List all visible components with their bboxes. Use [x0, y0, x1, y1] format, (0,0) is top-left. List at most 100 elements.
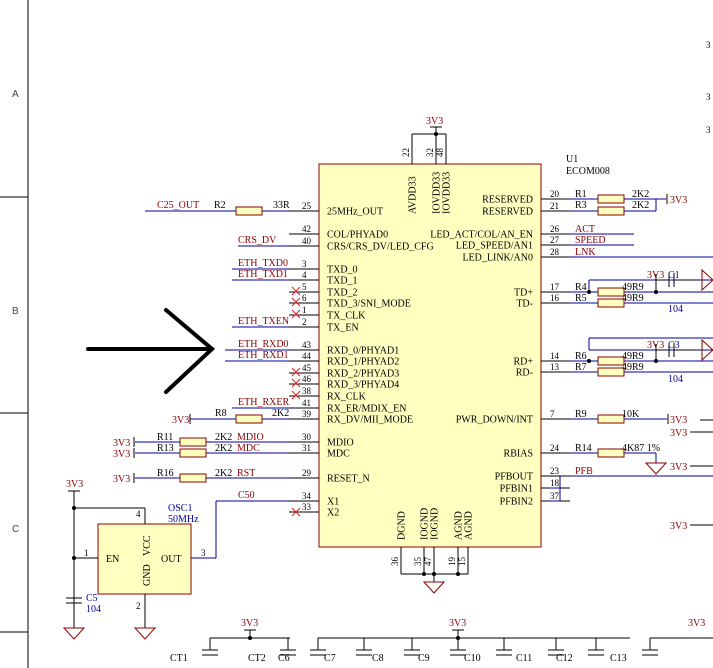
resistor-r5	[597, 298, 625, 308]
pin-number-top: 48	[435, 148, 445, 158]
pin-number-right: 20	[550, 189, 560, 199]
cap-ref: C7	[324, 653, 336, 664]
pin-number-top: 22	[401, 148, 411, 157]
junction-dot	[654, 290, 658, 294]
pin-name-right: PFBIN1	[500, 484, 533, 495]
pin-name-right: LED_SPEED/AN1	[456, 241, 533, 252]
svg-text:3: 3	[706, 92, 711, 102]
cap-ref: C13	[610, 653, 627, 664]
resistor-r9	[597, 414, 625, 424]
pin-name-top: AVDD33	[408, 176, 419, 214]
bottom-ground-pins	[400, 547, 469, 594]
pin-number-bottom: 47	[423, 557, 433, 567]
pin-number-right: 21	[550, 201, 559, 211]
osc-pin-en: EN	[106, 554, 119, 565]
power-label-bot-1: 3V3	[241, 618, 258, 629]
pin-number-right: 27	[550, 235, 560, 245]
power-label-c1: 3V3	[647, 270, 664, 281]
cap-ref: C11	[516, 653, 532, 664]
osc-ref: OSC1	[168, 503, 192, 514]
pin-name-right: PFBOUT	[495, 472, 533, 483]
pin-name-right: TD+	[514, 288, 533, 299]
resistor-r3	[597, 206, 625, 216]
pin-name-right: RBIAS	[504, 449, 533, 460]
pin-number-bottom: 15	[457, 557, 467, 567]
pin-name-right: RD+	[513, 357, 533, 368]
pin-number-left: 45	[302, 363, 312, 373]
r1-val: 2K2	[632, 189, 649, 200]
r7-ref: R7	[575, 362, 587, 373]
pin-number-right: 24	[550, 443, 560, 453]
junction-dot	[422, 572, 426, 576]
r4-val: 49R9	[622, 282, 644, 293]
resistor-r7	[597, 367, 625, 377]
pin-name-right: PWR_DOWN/INT	[456, 415, 533, 426]
r16-val: 2K2	[215, 468, 232, 479]
r9-ref: R9	[575, 409, 587, 420]
osc-pin-out: OUT	[161, 554, 182, 565]
left-pins: 2525MHz_OUT42COL/PHYAD040CRS/CRS_DV/LED_…	[289, 201, 434, 519]
pin-number-right: 28	[550, 247, 560, 257]
net-eth-txd1: ETH_TXD1	[238, 269, 288, 280]
ic-u1-body[interactable]	[318, 163, 542, 548]
pin-name-left: TXD_3/SNI_MODE	[327, 299, 411, 310]
pin-number-left: 25	[302, 201, 312, 211]
osc-pinnum-4: 4	[136, 509, 141, 519]
pin-number-left: 2	[302, 317, 307, 327]
cap-ref: C6	[278, 653, 290, 664]
pin-name-right: LED_ACT/COL/AN_EN	[430, 230, 533, 241]
osc-pin-gnd: GND	[142, 564, 153, 586]
resistor-bodies-left	[179, 206, 263, 483]
junction-dot	[432, 572, 436, 576]
r8-ref: R8	[215, 408, 227, 419]
pin-number-left: 4	[302, 270, 307, 280]
pin-name-left: RX_DV/MII_MODE	[327, 415, 413, 426]
cap-ref: CT1	[170, 653, 188, 664]
pin-name-left: TXD_1	[327, 276, 358, 287]
resistor-r1	[597, 194, 625, 204]
r11-ref: R11	[157, 432, 173, 443]
osc-val: 50MHz	[168, 514, 199, 525]
left-wires	[135, 210, 289, 559]
resistor-bodies-right	[597, 194, 625, 458]
pin-name-left: COL/PHYAD0	[327, 230, 388, 241]
pin-name-bottom: AGND	[454, 511, 465, 540]
r2-val: 33R	[273, 200, 290, 211]
power-label-bot-2: 3V3	[449, 618, 466, 629]
c3-val: 104	[668, 374, 683, 385]
pin-name-left: RESET_N	[327, 474, 370, 485]
r3-ref: R3	[575, 200, 587, 211]
r14-ref: R14	[575, 443, 592, 454]
grid-letter-c: C	[12, 524, 19, 535]
cap-c1-c3	[655, 268, 713, 362]
pin-number-right: 37	[550, 491, 560, 501]
junction-dot	[434, 132, 438, 136]
pin-name-top: IOVDD33	[432, 172, 443, 214]
pin-number-left: 34	[302, 491, 312, 501]
r13-val: 2K2	[215, 443, 232, 454]
power-label-c3: 3V3	[647, 340, 664, 351]
pin-number-right: 16	[550, 293, 560, 303]
pin-name-right: RD-	[516, 368, 533, 379]
osc-pinnum-3: 3	[201, 548, 206, 558]
c3-ref: C3	[668, 340, 680, 351]
power-label-edge-2: 3V3	[670, 462, 687, 473]
net-eth-rxd0: ETH_RXD0	[238, 339, 289, 350]
r1-ref: R1	[575, 189, 587, 200]
svg-text:3: 3	[706, 40, 711, 50]
pin-number-right: 18	[550, 478, 560, 488]
oscillator-osc1[interactable]	[97, 523, 192, 595]
r4-ref: R4	[575, 282, 587, 293]
pin-number-right: 23	[550, 466, 560, 476]
r16-ref: R16	[157, 468, 174, 479]
pin-name-left: MDC	[327, 449, 350, 460]
pin-number-left: 43	[302, 340, 312, 350]
net-pfb: PFB	[575, 466, 593, 477]
pin-name-left: 25MHz_OUT	[327, 207, 383, 218]
pin-name-left: RX_ER/MDIX_EN	[327, 404, 406, 415]
pin-name-right: PFBIN2	[500, 497, 533, 508]
pin-name-bottom: IOGND	[420, 508, 431, 540]
